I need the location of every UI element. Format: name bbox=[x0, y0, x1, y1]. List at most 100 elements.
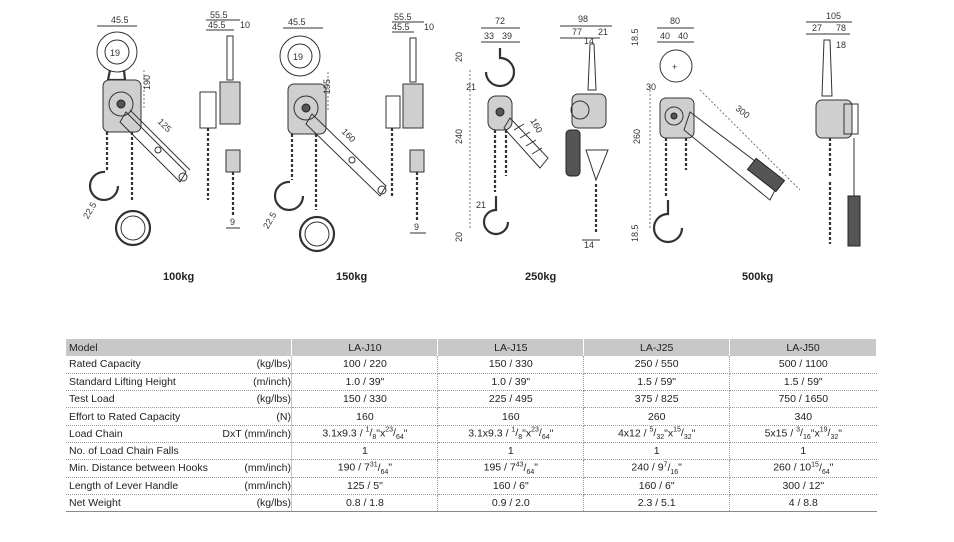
fraction: 23/64 bbox=[385, 426, 404, 442]
header-model: Model bbox=[66, 339, 293, 356]
table-cell: 150 / 330 bbox=[291, 390, 439, 409]
fraction-den: 64 bbox=[541, 434, 550, 442]
row-label-wrap: Effort to Rated Capacity(N) bbox=[69, 411, 291, 423]
row-unit: (mm/inch) bbox=[244, 479, 291, 492]
fraction-den: 32 bbox=[830, 434, 839, 442]
fraction-den: 32 bbox=[656, 434, 665, 442]
drawing-100kg-front: 45.5 19 190 125 22.5 bbox=[81, 15, 191, 247]
table-cell: 0.8 / 1.8 bbox=[291, 494, 439, 513]
fraction-den: 64 bbox=[821, 468, 830, 476]
table-cell: 1.0 / 39" bbox=[291, 373, 439, 392]
svg-text:14: 14 bbox=[584, 36, 594, 46]
svg-text:125: 125 bbox=[156, 117, 174, 135]
svg-text:9: 9 bbox=[230, 217, 235, 227]
svg-text:21: 21 bbox=[598, 27, 608, 37]
hoist-drawings-svg: 45.5 19 190 125 22.5 55.5 bbox=[81, 10, 861, 253]
fraction-den: 64 bbox=[395, 434, 404, 442]
fraction-num: 15 bbox=[811, 461, 819, 469]
table-header-row: Model LA-J10 LA-J15 LA-J25 LA-J50 bbox=[66, 339, 877, 356]
table-cell: 0.9 / 2.0 bbox=[437, 494, 585, 513]
drawing-500kg-front: 80 40 40 18.5 + 30 260 300 18.5 bbox=[630, 16, 801, 244]
fraction-den: 8 bbox=[372, 434, 377, 442]
table-cell: 160 bbox=[437, 407, 585, 426]
table-cell: 1.5 / 59" bbox=[583, 373, 731, 392]
capacity-label-500kg: 500kg bbox=[742, 271, 774, 283]
table-cell: 190 / 731/64" bbox=[291, 459, 439, 478]
svg-text:20: 20 bbox=[454, 232, 464, 242]
fraction-den: 64 bbox=[526, 468, 535, 476]
row-label-wrap: Length of Lever Handle(mm/inch) bbox=[69, 480, 291, 492]
row-label-wrap: No. of Load Chain Falls bbox=[69, 445, 291, 457]
fraction: 31/64 bbox=[369, 461, 389, 476]
table-cell: 2.3 / 5.1 bbox=[583, 494, 731, 513]
table-row: Standard Lifting Height(m/inch)1.0 / 39"… bbox=[66, 373, 877, 392]
table-row: Min. Distance between Hooks(mm/inch)190 … bbox=[66, 459, 877, 478]
svg-text:72: 72 bbox=[495, 16, 505, 26]
svg-text:19: 19 bbox=[110, 48, 120, 58]
table-cell: 3.1x9.3 / 1/8"x23/64" bbox=[291, 425, 439, 443]
row-unit: (kg/lbs) bbox=[256, 497, 291, 510]
svg-text:80: 80 bbox=[670, 16, 680, 26]
row-name: Rated Capacity bbox=[69, 358, 141, 371]
header-la-j10: LA-J10 bbox=[291, 339, 439, 356]
svg-text:20: 20 bbox=[454, 52, 464, 62]
row-label-wrap: Net Weight (kg/lbs) bbox=[69, 497, 291, 509]
svg-text:190: 190 bbox=[142, 75, 152, 90]
table-cell: 150 / 330 bbox=[437, 356, 585, 374]
fraction-num: 1 bbox=[365, 426, 370, 434]
row-name: Standard Lifting Height bbox=[69, 375, 176, 388]
svg-text:18.5: 18.5 bbox=[630, 224, 640, 242]
fraction: 5/32 bbox=[649, 426, 665, 442]
fraction-num: 7 bbox=[663, 461, 668, 469]
table-cell: 1 bbox=[729, 442, 877, 461]
svg-text:14: 14 bbox=[584, 240, 594, 250]
fraction-num: 23 bbox=[531, 426, 539, 434]
row-label: Net Weight (kg/lbs) bbox=[66, 494, 293, 513]
row-name: Net Weight bbox=[69, 497, 121, 510]
row-name: Test Load bbox=[69, 393, 115, 406]
header-la-j15: LA-J15 bbox=[437, 339, 585, 356]
fraction-num: 19 bbox=[819, 426, 828, 434]
fraction: 23/64 bbox=[531, 426, 550, 442]
table-cell: 1.5 / 59" bbox=[729, 373, 877, 392]
row-label-wrap: Min. Distance between Hooks(mm/inch) bbox=[69, 462, 291, 474]
table-cell: 5x15 / 3/16"x19/32" bbox=[729, 425, 877, 443]
fraction-num: 23 bbox=[385, 426, 394, 434]
dim-100-width: 45.5 bbox=[111, 15, 129, 25]
table-cell: 300 / 12" bbox=[729, 477, 877, 495]
table-cell: 1 bbox=[583, 442, 731, 461]
drawing-150kg-front: 45.5 19 195 160 22.5 bbox=[261, 17, 387, 253]
svg-text:+: + bbox=[672, 62, 677, 72]
fraction-num: 1 bbox=[511, 426, 516, 434]
row-label: Standard Lifting Height(m/inch) bbox=[66, 373, 293, 392]
table-cell: 240 / 97/16" bbox=[583, 459, 731, 478]
table-cell: 1.0 / 39" bbox=[437, 373, 585, 392]
svg-text:18.5: 18.5 bbox=[630, 28, 640, 46]
fraction-num: 31 bbox=[369, 461, 378, 469]
svg-text:10: 10 bbox=[240, 20, 250, 30]
table-cell: 160 bbox=[291, 407, 439, 426]
svg-text:33: 33 bbox=[484, 31, 494, 41]
row-label-wrap: Rated Capacity(kg/lbs) bbox=[69, 358, 291, 370]
svg-text:18: 18 bbox=[836, 40, 846, 50]
drawing-100kg-side: 55.5 45.5 10 9 bbox=[199, 10, 250, 229]
svg-text:21: 21 bbox=[466, 82, 476, 92]
svg-text:21: 21 bbox=[476, 200, 486, 210]
fraction: 1/8 bbox=[511, 426, 523, 442]
row-name: Min. Distance between Hooks bbox=[69, 462, 208, 475]
svg-text:55.5: 55.5 bbox=[210, 10, 228, 20]
svg-text:19: 19 bbox=[293, 52, 303, 62]
table-cell: 100 / 220 bbox=[291, 356, 439, 374]
capacity-label-150kg: 150kg bbox=[336, 271, 368, 283]
svg-text:105: 105 bbox=[826, 11, 841, 21]
row-label: Length of Lever Handle(mm/inch) bbox=[66, 477, 293, 495]
table-cell: 260 / 1015/64" bbox=[729, 459, 877, 478]
row-unit: DxT (mm/inch) bbox=[222, 427, 291, 440]
table-cell: 195 / 743/64" bbox=[437, 459, 585, 478]
